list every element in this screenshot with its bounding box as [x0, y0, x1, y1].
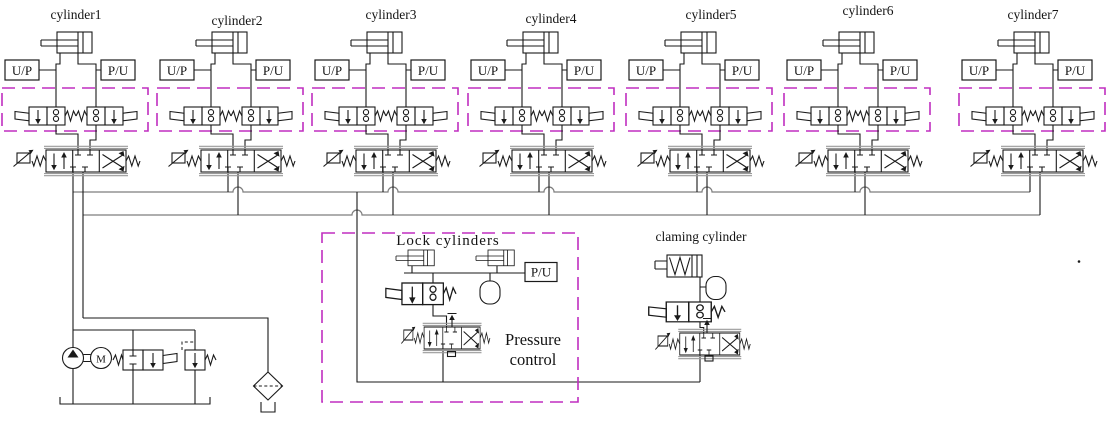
- cylinder-unit-7: cylinder7 U/P P/U: [959, 7, 1105, 176]
- cylinder-unit-graphics: [626, 32, 772, 176]
- return-line-to-filter: [83, 317, 269, 372]
- pu-port-label: P/U: [108, 63, 129, 78]
- clamping-cylinder-section: claming cylinder: [648, 229, 751, 362]
- pressure-caption-line1: Pressure: [505, 330, 561, 349]
- cylinder-unit-graphics: [468, 32, 614, 176]
- vent-arrow-icon: [703, 317, 711, 333]
- pressure-caption-line2: control: [510, 350, 557, 369]
- cylinder-unit-1: cylinder1 U/P P/U: [2, 7, 148, 176]
- vent-arrow-icon: [447, 312, 457, 327]
- lock-cylinders-title: Lock cylinders: [396, 233, 500, 249]
- pressure-directional-valve-icon: [400, 322, 491, 354]
- cylinder-unit-2: cylinder2 U/P P/U: [157, 13, 303, 176]
- accumulator-icon: [479, 280, 501, 305]
- relief-valve-icon: [181, 330, 217, 404]
- cylinder-label: cylinder6: [843, 3, 894, 18]
- cylinder-label: cylinder5: [686, 7, 737, 22]
- cylinder-label: cylinder3: [366, 7, 417, 22]
- stray-dot: [1077, 260, 1081, 263]
- cylinder-label: cylinder4: [526, 11, 577, 26]
- pump-flow-triangle: [67, 349, 79, 358]
- up-port-label: U/P: [969, 63, 989, 78]
- motor-label: M: [96, 354, 106, 366]
- cylinder-unit-graphics: [784, 32, 930, 176]
- cylinder-unit-6: cylinder6 U/P P/U: [784, 3, 930, 176]
- cylinder-unit-graphics: [157, 32, 303, 176]
- cylinder-unit-graphics: [959, 32, 1105, 176]
- pu-port-label: P/U: [531, 265, 552, 280]
- up-port-label: U/P: [12, 63, 32, 78]
- pu-port-label: P/U: [732, 63, 753, 78]
- pu-port-label: P/U: [1065, 63, 1086, 78]
- up-port-label: U/P: [794, 63, 814, 78]
- lock-control-valve-icon: [385, 282, 457, 306]
- up-port-label: U/P: [167, 63, 187, 78]
- pu-port-label: P/U: [890, 63, 911, 78]
- clamping-directional-valve-icon: [654, 328, 751, 360]
- cylinder-label: cylinder7: [1008, 7, 1059, 22]
- up-port-label: U/P: [322, 63, 342, 78]
- clamping-cylinder-label: claming cylinder: [655, 229, 747, 244]
- valve-port-drop-lines: [72, 172, 1041, 348]
- pressure-tap-line: [356, 192, 701, 383]
- cylinder-unit-5: cylinder5 U/P P/U: [626, 7, 772, 176]
- cylinder-unit-3: cylinder3 U/P P/U: [312, 7, 458, 176]
- plugged-port-tab: [704, 355, 714, 362]
- pu-port-label: P/U: [574, 63, 595, 78]
- tank-line: [59, 397, 211, 405]
- spring-return-cylinder-icon: [654, 254, 703, 278]
- unloading-valve-icon: [112, 330, 178, 404]
- lock-cylinder-right-icon: [475, 249, 515, 267]
- motor-icon: [89, 346, 113, 370]
- pump-motor-shaft: [83, 353, 91, 363]
- pu-port-box: [524, 261, 558, 283]
- return-bus-line: [83, 209, 1040, 216]
- cylinder-unit-graphics: [2, 32, 148, 176]
- power-unit: M: [59, 317, 284, 413]
- lock-cylinder-connector: [404, 265, 525, 281]
- cylinder-unit-graphics: [312, 32, 458, 176]
- clamping-pilot-valve-icon: [648, 301, 726, 323]
- pu-port-label: P/U: [263, 63, 284, 78]
- lock-valve-links: [432, 273, 448, 327]
- pressure-bus-line: [73, 186, 1030, 193]
- cylinder-label: cylinder1: [51, 7, 102, 22]
- manifold-bus-lines: [72, 172, 1041, 383]
- pressure-control-section: Lock cylinders P/U Pressure control: [321, 232, 579, 403]
- cylinder-label: cylinder2: [212, 13, 263, 28]
- up-port-label: U/P: [478, 63, 498, 78]
- clamping-links: [699, 277, 706, 333]
- pu-port-label: P/U: [418, 63, 439, 78]
- lock-cylinder-left-icon: [395, 249, 435, 267]
- cylinder-unit-4: cylinder4 U/P P/U: [468, 11, 614, 176]
- plugged-port-tab: [446, 350, 457, 358]
- filter-icon: [252, 371, 284, 413]
- pressure-control-dashed-box: [321, 232, 579, 403]
- up-port-label: U/P: [636, 63, 656, 78]
- accumulator-icon: [705, 275, 727, 301]
